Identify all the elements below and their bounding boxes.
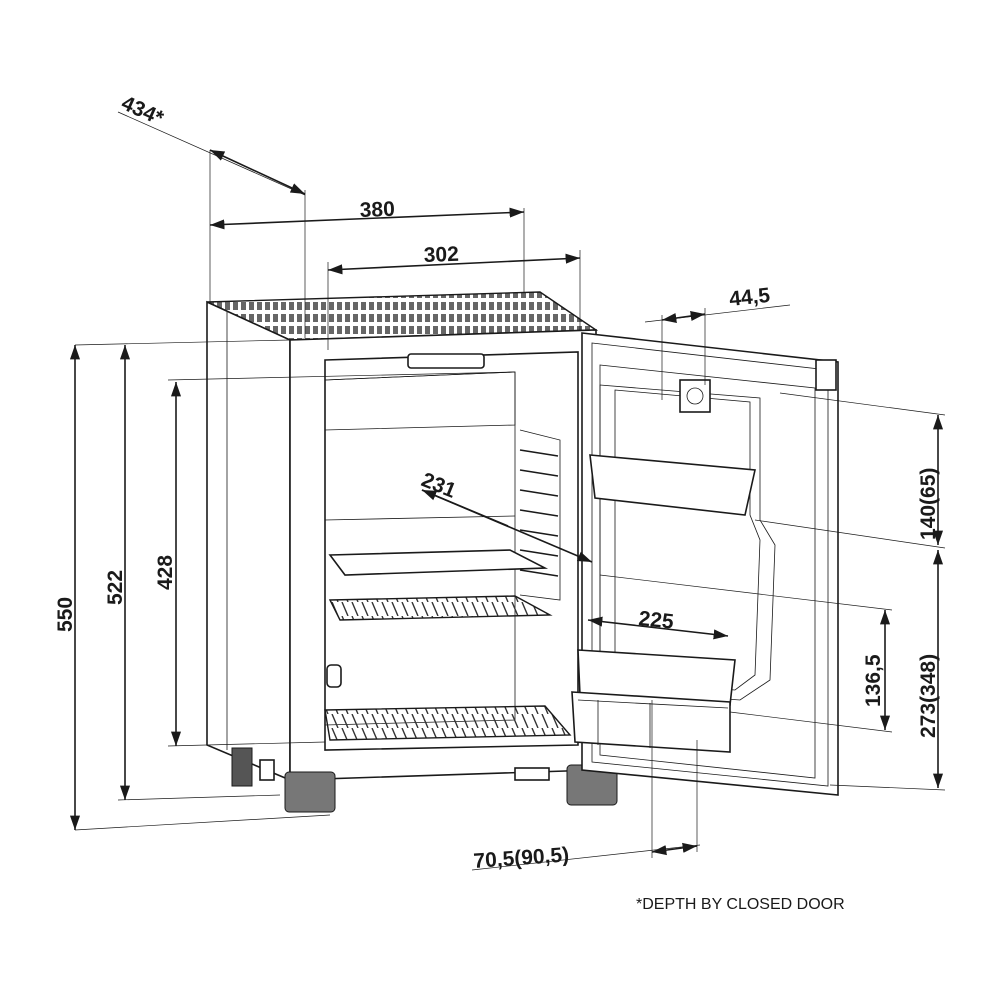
label-inner-width: 302: [423, 243, 459, 267]
label-outer-width: 380: [359, 198, 395, 222]
shelf-wire: [328, 595, 553, 621]
freezer-compartment: [324, 371, 516, 431]
top-latch: [407, 353, 485, 369]
side-panel: [206, 300, 291, 782]
shelf-bottom: [324, 705, 572, 741]
thermostat-knob: [326, 664, 342, 688]
label-shelf-bottom-height: 273(348): [917, 654, 940, 738]
cabinet-body: [206, 291, 618, 813]
foot-rear-left: [231, 747, 253, 787]
dim-line-225: [587, 616, 729, 640]
foot-front-left: [284, 771, 336, 813]
dim-line-380: [209, 207, 525, 230]
open-door: [571, 332, 839, 796]
label-shelf-top-height: 140(65): [917, 468, 940, 540]
dim-line-302: [327, 253, 581, 275]
label-door-thickness: 44,5: [728, 284, 771, 311]
label-height-interior: 428: [154, 555, 177, 590]
dimension-lines: [69, 111, 946, 871]
dim-line-70-5: [651, 842, 698, 856]
label-height-body: 522: [104, 570, 127, 605]
side-ribs: [519, 429, 561, 601]
label-height-total: 550: [54, 597, 77, 632]
label-door-offset: 70,5(90,5): [473, 843, 570, 873]
door-shelf-bottom: [571, 691, 731, 753]
footnote-text: *DEPTH BY CLOSED DOOR: [636, 896, 845, 913]
dim-line-44-5: [661, 310, 706, 324]
label-depth-closed: 434*: [118, 92, 168, 131]
shelf-upper: [328, 549, 549, 576]
label-door-shelf-width: 225: [637, 607, 675, 634]
door-shelf-upper: [589, 454, 756, 516]
dim-line-434: [209, 149, 306, 195]
label-shelf-mid-height: 136,5: [862, 654, 885, 707]
